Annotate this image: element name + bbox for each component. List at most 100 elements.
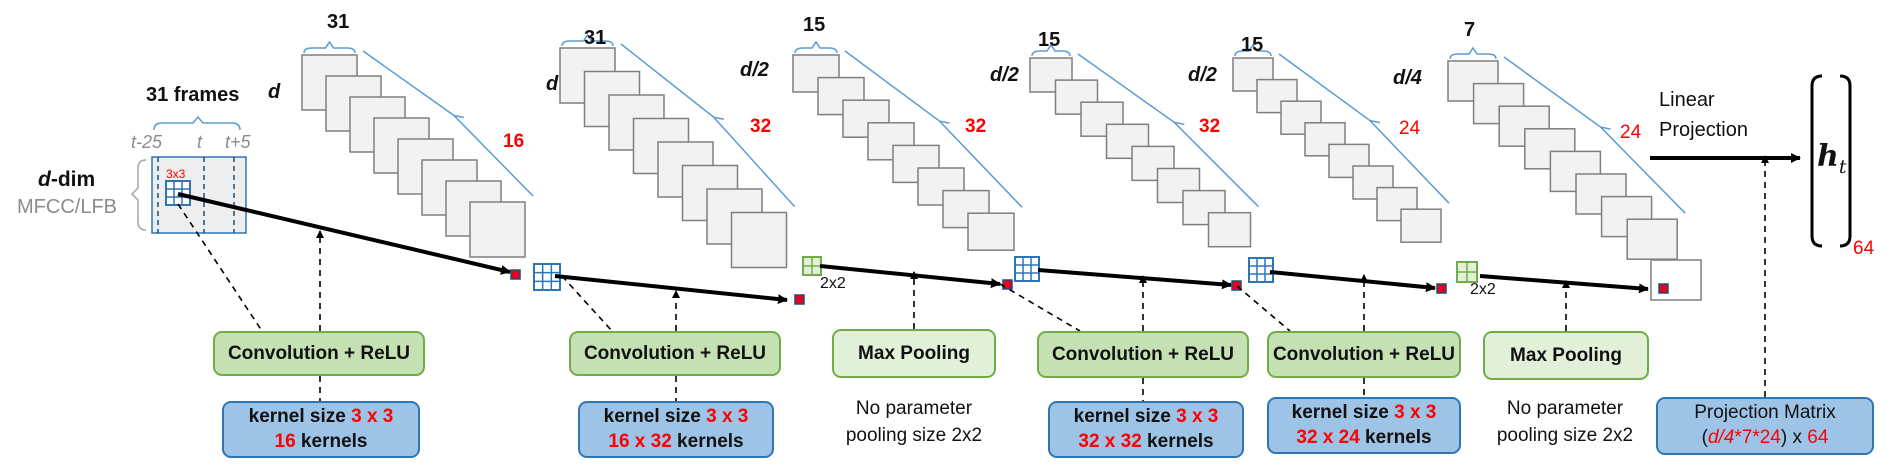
output-subscript: t xyxy=(1838,156,1847,178)
receptive-field-marker xyxy=(1231,280,1242,291)
kernel-size: 3 x 3 xyxy=(1176,405,1219,427)
matrix-close: ) x xyxy=(1780,427,1808,448)
vector-bracket-right xyxy=(1839,74,1852,248)
input-window xyxy=(130,115,247,234)
projection-matrix-shape: (d/4*7*24) x 64 xyxy=(1702,426,1829,451)
feature-map-slice xyxy=(917,167,965,206)
receptive-field-marker xyxy=(1002,279,1013,290)
stack-1-width-label: 31 xyxy=(327,11,350,33)
stack-4-height-label: d/2 xyxy=(990,64,1019,86)
input-frames-label: 31 frames xyxy=(146,84,240,106)
input-kernel-grid xyxy=(165,180,191,206)
pool-tag-2: 2x2 xyxy=(1470,281,1496,298)
time-label-start: t-25 xyxy=(131,132,163,152)
kernel-count: 32 x 32 xyxy=(1078,430,1142,452)
kernel-info-box-4: kernel size 3 x 3 32 x 24 kernels xyxy=(1267,397,1461,454)
output-vector xyxy=(1810,74,1852,248)
kernel-count: 16 x 32 xyxy=(608,430,672,452)
feature-map-slice xyxy=(1626,218,1678,260)
stack-2-height-label: d xyxy=(546,73,559,95)
time-label-end: t+5 xyxy=(225,132,251,152)
pooling-note-1: No parameter pooling size 2x2 xyxy=(832,396,996,449)
feature-map-stack-4 xyxy=(1029,43,1260,248)
receptive-field-marker xyxy=(1658,283,1669,294)
flow-arrow xyxy=(819,264,1001,289)
flow-arrow xyxy=(1479,274,1649,294)
feature-map-slice xyxy=(730,211,788,269)
kernel-info-box-1: kernel size 3 x 3 16 kernels xyxy=(222,401,420,458)
vector-bracket-left xyxy=(1810,74,1823,248)
frames-brace xyxy=(153,115,241,131)
matrix-mult: *7*24 xyxy=(1734,427,1781,448)
input-dim-label: d-dim xyxy=(38,168,95,192)
feature-map-stacks xyxy=(301,33,1702,305)
width-brace xyxy=(561,33,614,47)
depth-brace xyxy=(1503,56,1686,214)
kernel-count-line: 32 x 32 kernels xyxy=(1078,430,1213,455)
stack-5-width-label: 15 xyxy=(1241,34,1264,56)
feature-map-stack-5 xyxy=(1232,43,1450,243)
conv-relu-box-3: Convolution + ReLU xyxy=(1037,331,1249,378)
output-dim-label: 64 xyxy=(1853,238,1875,259)
dashed-connector xyxy=(561,275,613,332)
width-brace xyxy=(303,40,356,54)
stack-1-height-label: d xyxy=(268,81,281,103)
kernel-prefix: kernel size xyxy=(248,405,352,427)
feature-map-stack-6 xyxy=(1447,46,1686,260)
max-pooling-box-2: Max Pooling xyxy=(1483,331,1649,380)
width-brace xyxy=(1449,46,1497,60)
kernel-count-line: 16 x 32 kernels xyxy=(608,430,743,455)
kernel-size: 3 x 3 xyxy=(1394,401,1437,423)
stack-6-height-label: d/4 xyxy=(1393,67,1422,89)
dashed-connectors xyxy=(177,155,1769,401)
dashed-connector xyxy=(999,283,1081,332)
pool-tag-1: 2x2 xyxy=(820,275,846,292)
kernel-count: 32 x 24 xyxy=(1296,426,1360,448)
input-feature-label: MFCC/LFB xyxy=(17,196,117,218)
conv-relu-box-2: Convolution + ReLU xyxy=(569,331,781,376)
feature-map-stack-2 xyxy=(559,33,796,269)
depth-brace xyxy=(362,50,534,197)
matrix-expr: d/4 xyxy=(1707,427,1735,448)
dashed-connector xyxy=(177,203,263,332)
feature-map-slice xyxy=(1400,208,1442,243)
input-kernel-tag: 3x3 xyxy=(166,167,186,181)
kernel-count-suffix: kernels xyxy=(1359,426,1432,448)
depth-brace xyxy=(1077,53,1260,208)
kernel-size: 3 x 3 xyxy=(351,405,394,427)
time-label-current: t xyxy=(197,132,203,152)
stack-5-depth-label: 24 xyxy=(1399,118,1421,139)
conv-kernel-grid xyxy=(1014,256,1040,282)
depth-brace xyxy=(844,50,1023,208)
stack-6-depth-label: 24 xyxy=(1620,122,1642,143)
kernel-info-line: kernel size 3 x 3 xyxy=(604,405,749,430)
kernel-info-line: kernel size 3 x 3 xyxy=(1292,401,1437,426)
kernel-count-line: 16 kernels xyxy=(275,430,368,455)
conv-kernel-grid xyxy=(1248,257,1274,283)
output-symbol: h xyxy=(1817,139,1839,174)
stack-5-height-label: d/2 xyxy=(1188,64,1217,86)
linear-projection-label-line1: Linear xyxy=(1659,89,1715,111)
matrix-open: ( xyxy=(1701,427,1708,448)
kernel-info-line: kernel size 3 x 3 xyxy=(249,405,394,430)
dim-brace xyxy=(130,159,147,231)
kernel-count: 16 xyxy=(274,430,296,452)
kernel-count-line: 32 x 24 kernels xyxy=(1296,426,1431,451)
flow-arrow xyxy=(1269,270,1436,293)
pooling-note-line1: No parameter xyxy=(855,398,973,419)
stack-2-depth-label: 32 xyxy=(750,116,772,137)
kernel-size: 3 x 3 xyxy=(706,405,749,427)
dashed-connector xyxy=(1236,285,1291,332)
receptive-field-marker xyxy=(510,269,521,280)
stack-3-depth-label: 32 xyxy=(965,116,987,137)
kernel-prefix: kernel size xyxy=(1073,405,1177,427)
linear-projection-label-line2: Projection xyxy=(1659,119,1748,141)
feature-map-slice xyxy=(1207,211,1252,248)
kernel-prefix: kernel size xyxy=(1291,401,1395,423)
kernel-info-box-3: kernel size 3 x 3 32 x 32 kernels xyxy=(1048,401,1244,458)
stack-1-depth-label: 16 xyxy=(503,131,525,152)
stack-3-height-label: d/2 xyxy=(740,59,769,81)
feature-map-slice xyxy=(469,201,526,258)
